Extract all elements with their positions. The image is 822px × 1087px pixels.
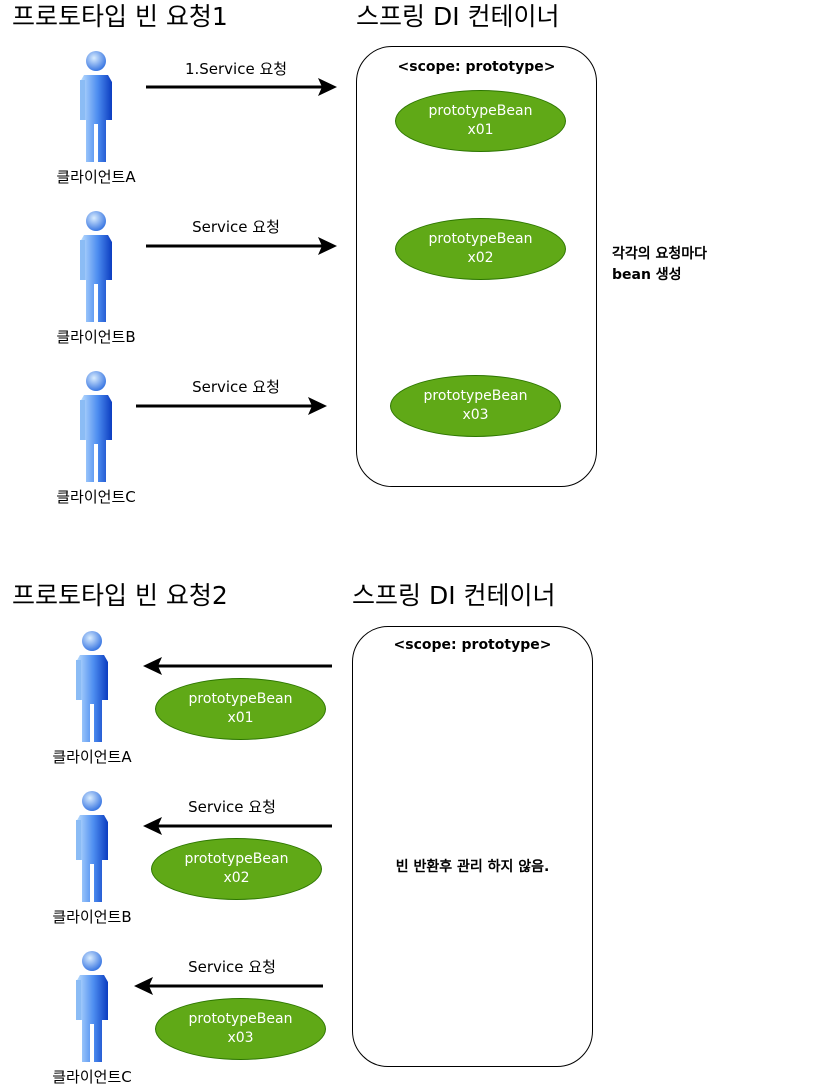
bean-id: x03 <box>462 407 489 423</box>
client-label: 클라이언트B <box>52 908 132 926</box>
returned-bean: prototypeBean x03 <box>155 998 326 1060</box>
section1-title: 프로토타입 빈 요청1 <box>12 2 228 31</box>
return-arrow-head-a <box>143 657 162 675</box>
prototype-bean: prototypeBean x03 <box>390 375 561 437</box>
return-arrow-head-c <box>134 977 153 995</box>
bean-name: prototypeBean <box>428 231 533 247</box>
arrow-head-c <box>308 397 327 415</box>
section2-container-title: 스프링 DI 컨테이너 <box>352 581 556 610</box>
person-icon <box>80 51 112 162</box>
bean-id: x03 <box>227 1030 254 1046</box>
scope-label: <scope: prototype> <box>397 59 556 75</box>
bean-id: x02 <box>467 250 494 266</box>
arrow-label: Service 요청 <box>188 958 276 976</box>
prototype-bean: prototypeBean x01 <box>395 90 566 152</box>
note-line: 각각의 요청마다 <box>612 246 708 262</box>
bean-name: prototypeBean <box>428 103 533 119</box>
bean-id: x01 <box>227 710 254 726</box>
person-icon <box>80 371 112 482</box>
bean-name: prototypeBean <box>423 388 528 404</box>
arrow-label: Service 요청 <box>192 218 280 236</box>
client-label: 클라이언트A <box>52 748 132 766</box>
person-icon <box>76 631 108 742</box>
person-icon <box>76 951 108 1062</box>
arrow-label: 1.Service 요청 <box>184 60 288 78</box>
person-icon <box>76 791 108 902</box>
scope-label: <scope: prototype> <box>393 637 552 653</box>
bean-name: prototypeBean <box>184 851 289 867</box>
bean-id: x01 <box>467 122 494 138</box>
arrow-label: Service 요청 <box>188 798 276 816</box>
prototype-bean: prototypeBean x02 <box>395 218 566 280</box>
bean-id: x02 <box>223 870 250 886</box>
section1-container-title: 스프링 DI 컨테이너 <box>356 2 560 31</box>
spring-container-box <box>352 626 593 1067</box>
note-line: bean 생성 <box>612 267 682 283</box>
bean-name: prototypeBean <box>188 1011 293 1027</box>
return-arrow-head-b <box>143 817 162 835</box>
section2-title: 프로토타입 빈 요청2 <box>12 581 228 610</box>
client-label: 클라이언트A <box>56 168 136 186</box>
arrow-head-b <box>318 237 337 255</box>
client-label: 클라이언트B <box>56 328 136 346</box>
note-per-request: 각각의 요청마다 bean 생성 <box>612 244 707 286</box>
person-icon <box>80 211 112 322</box>
bean-name: prototypeBean <box>188 691 293 707</box>
returned-bean: prototypeBean x01 <box>155 678 326 740</box>
client-label: 클라이언트C <box>52 1068 132 1086</box>
note-no-management: 빈 반환후 관리 하지 않음. <box>395 859 550 875</box>
returned-bean: prototypeBean x02 <box>151 838 322 900</box>
arrow-head-a <box>318 78 337 96</box>
arrow-label: Service 요청 <box>192 378 280 396</box>
client-label: 클라이언트C <box>56 488 136 506</box>
